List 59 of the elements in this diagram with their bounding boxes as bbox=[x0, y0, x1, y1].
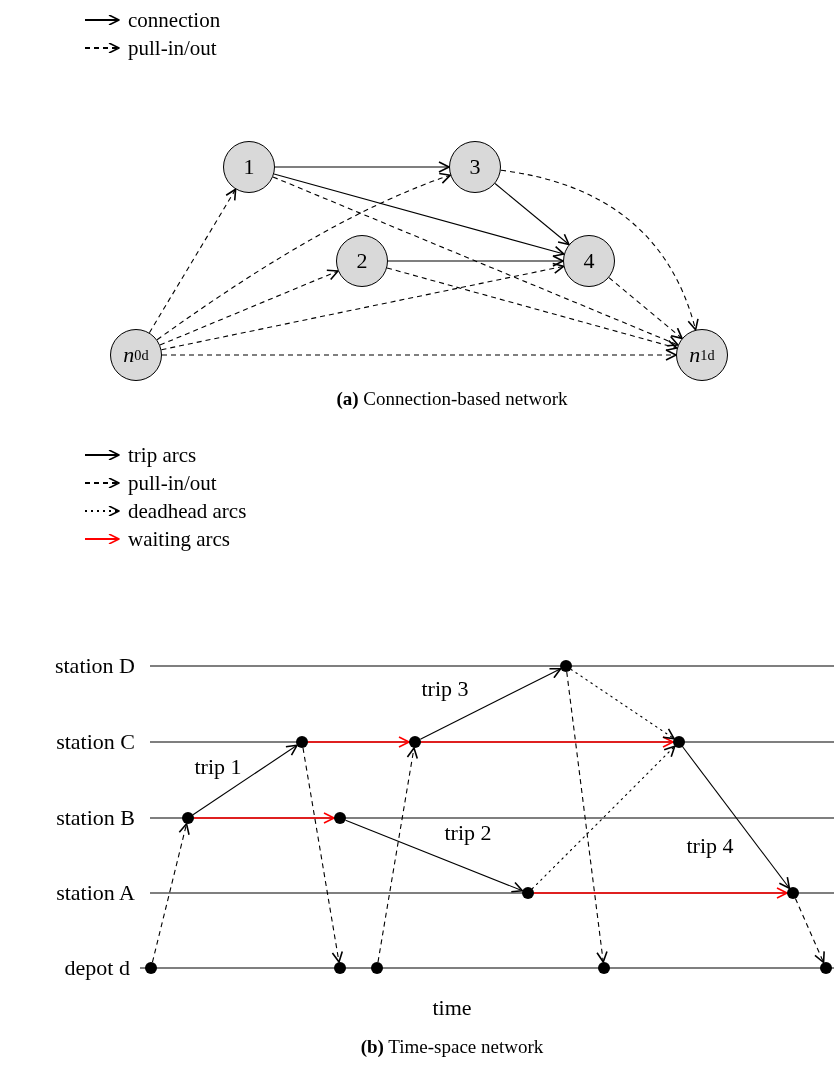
figure-caption: (b) Time-space network bbox=[360, 1036, 544, 1056]
row-label: station B bbox=[56, 807, 135, 829]
dotted-arrow bbox=[531, 745, 676, 890]
dashed-arrow bbox=[272, 176, 679, 347]
dashed-arrow bbox=[794, 897, 825, 964]
dashed-arrow bbox=[566, 671, 608, 963]
arrow bbox=[533, 887, 788, 899]
event-dot bbox=[787, 887, 799, 899]
dashed-arrow bbox=[386, 267, 678, 352]
arrow bbox=[192, 744, 298, 816]
event-dot bbox=[409, 736, 421, 748]
event-dot bbox=[182, 812, 194, 824]
row-label: station C bbox=[56, 731, 135, 753]
event-dot bbox=[522, 887, 534, 899]
event-dot bbox=[598, 962, 610, 974]
node-circle: 2 bbox=[336, 235, 388, 287]
arrow bbox=[273, 173, 565, 258]
dashed-arrow bbox=[148, 188, 237, 334]
dashed-arrow bbox=[302, 747, 344, 963]
row-label: depot d bbox=[64, 957, 130, 979]
node-circle: 4 bbox=[563, 235, 615, 287]
event-dot bbox=[673, 736, 685, 748]
arrow bbox=[345, 819, 524, 893]
event-dot bbox=[820, 962, 832, 974]
arrow bbox=[494, 183, 570, 246]
arrow bbox=[387, 255, 564, 267]
event-dot bbox=[334, 812, 346, 824]
axis-label: time bbox=[432, 997, 472, 1019]
event-dot bbox=[371, 962, 383, 974]
dashed-arrow bbox=[500, 169, 699, 331]
row-label: station D bbox=[54, 655, 135, 677]
event-dot bbox=[296, 736, 308, 748]
node-circle: 1 bbox=[223, 141, 275, 193]
arrow bbox=[274, 161, 450, 173]
arrow bbox=[420, 736, 674, 748]
legend-text: pull-in/out bbox=[128, 37, 217, 59]
dashed-arrow bbox=[151, 823, 190, 963]
arrow bbox=[419, 667, 562, 740]
event-dot bbox=[560, 660, 572, 672]
dashed-arrow bbox=[161, 349, 677, 361]
legend-text: deadhead arcs bbox=[128, 500, 247, 522]
dotted-arrow bbox=[570, 668, 675, 740]
event-dot bbox=[334, 962, 346, 974]
legend-text: pull-in/out bbox=[128, 472, 217, 494]
row-label: station A bbox=[56, 882, 135, 904]
dashed-arrow bbox=[377, 747, 419, 963]
dashed-arrow bbox=[156, 173, 452, 341]
arrow bbox=[307, 736, 410, 748]
legend-text: waiting arcs bbox=[128, 528, 231, 550]
arrow bbox=[682, 746, 791, 889]
dashed-arrow bbox=[160, 262, 565, 351]
event-dot bbox=[145, 962, 157, 974]
node-circle: 3 bbox=[449, 141, 501, 193]
legend-text: trip arcs bbox=[128, 444, 197, 466]
arrow bbox=[193, 812, 335, 824]
figure-caption: (a) Connection-based network bbox=[336, 388, 568, 408]
dashed-arrow bbox=[159, 269, 339, 346]
dashed-arrow bbox=[608, 277, 683, 340]
legend-text: connection bbox=[128, 9, 221, 31]
